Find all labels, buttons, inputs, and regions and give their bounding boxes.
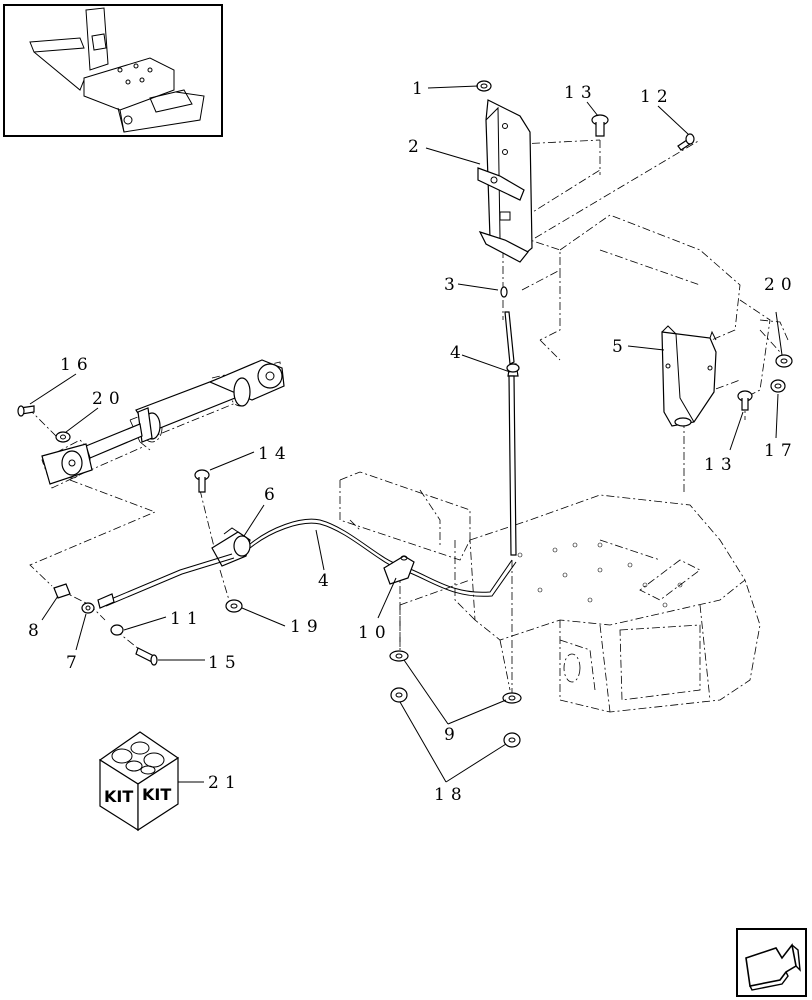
- part-13-bolt-lower: [737, 390, 753, 411]
- callout-3: 3: [444, 275, 461, 295]
- callout-10: 10: [358, 623, 392, 643]
- part-10-clip: [383, 555, 415, 585]
- callout-20-left: 20: [92, 389, 126, 409]
- callout-9: 9: [444, 725, 461, 745]
- part-1-nut: [476, 80, 492, 92]
- callout-7: 7: [66, 653, 83, 673]
- part-16-bolt: [17, 405, 35, 417]
- part-18-nut-right: [503, 732, 521, 748]
- callout-6: 6: [264, 485, 281, 505]
- part-3-clip: [500, 286, 508, 298]
- callout-labels: 1 2 3 4 4 5 6 7 8 9 10 11 12 13 13 14 15…: [28, 79, 798, 805]
- part-5-cover: [661, 325, 717, 427]
- callout-14: 14: [258, 444, 292, 464]
- part-4-cable-lower: [97, 518, 517, 609]
- part-15-bolt: [135, 647, 158, 666]
- callout-8: 8: [28, 621, 45, 641]
- callout-2: 2: [408, 137, 425, 157]
- part-2-bracket: [477, 99, 533, 263]
- part-19-nut: [225, 599, 243, 613]
- part-4-cable-vertical: [504, 311, 520, 556]
- part-18-nut-left: [390, 687, 408, 703]
- part-20-washer-right: [775, 354, 793, 368]
- kit-label-left: KIT: [104, 787, 133, 806]
- part-7-nut: [81, 602, 95, 614]
- tractor-location-thumbnail: [3, 4, 223, 137]
- callout-17: 17: [764, 441, 798, 461]
- callout-15: 15: [208, 653, 242, 673]
- callout-18: 18: [434, 785, 468, 805]
- callout-4-lower: 4: [318, 571, 335, 591]
- kit-box-icon: KIT KIT: [98, 731, 180, 832]
- callout-1: 1: [412, 79, 429, 99]
- callout-4-upper: 4: [450, 343, 467, 363]
- callout-13-lower: 13: [704, 455, 738, 475]
- part-9-washer-right: [502, 692, 522, 704]
- part-13-bolt-upper: [591, 114, 609, 137]
- callout-5: 5: [612, 337, 629, 357]
- hydraulic-cylinder: [41, 359, 285, 485]
- callout-21: 21: [208, 773, 242, 793]
- callout-20-right: 20: [764, 275, 798, 295]
- next-page-arrow-icon[interactable]: [736, 928, 807, 997]
- callout-12: 12: [640, 87, 674, 107]
- callout-16: 16: [60, 355, 94, 375]
- kit-label-right: KIT: [142, 785, 171, 804]
- part-17-nut: [770, 379, 786, 393]
- leader-lines: [29, 85, 783, 783]
- callout-13-upper: 13: [564, 83, 598, 103]
- part-14-bolt: [194, 469, 210, 493]
- callout-19: 19: [290, 617, 324, 637]
- part-6-clamp: [211, 527, 251, 567]
- part-20-washer-left: [55, 431, 71, 443]
- callout-11: 11: [170, 609, 204, 629]
- part-9-washer-left: [389, 650, 409, 662]
- part-8-clevis: [53, 583, 71, 599]
- part-12-bolt: [677, 133, 695, 151]
- part-11-nut: [110, 624, 124, 636]
